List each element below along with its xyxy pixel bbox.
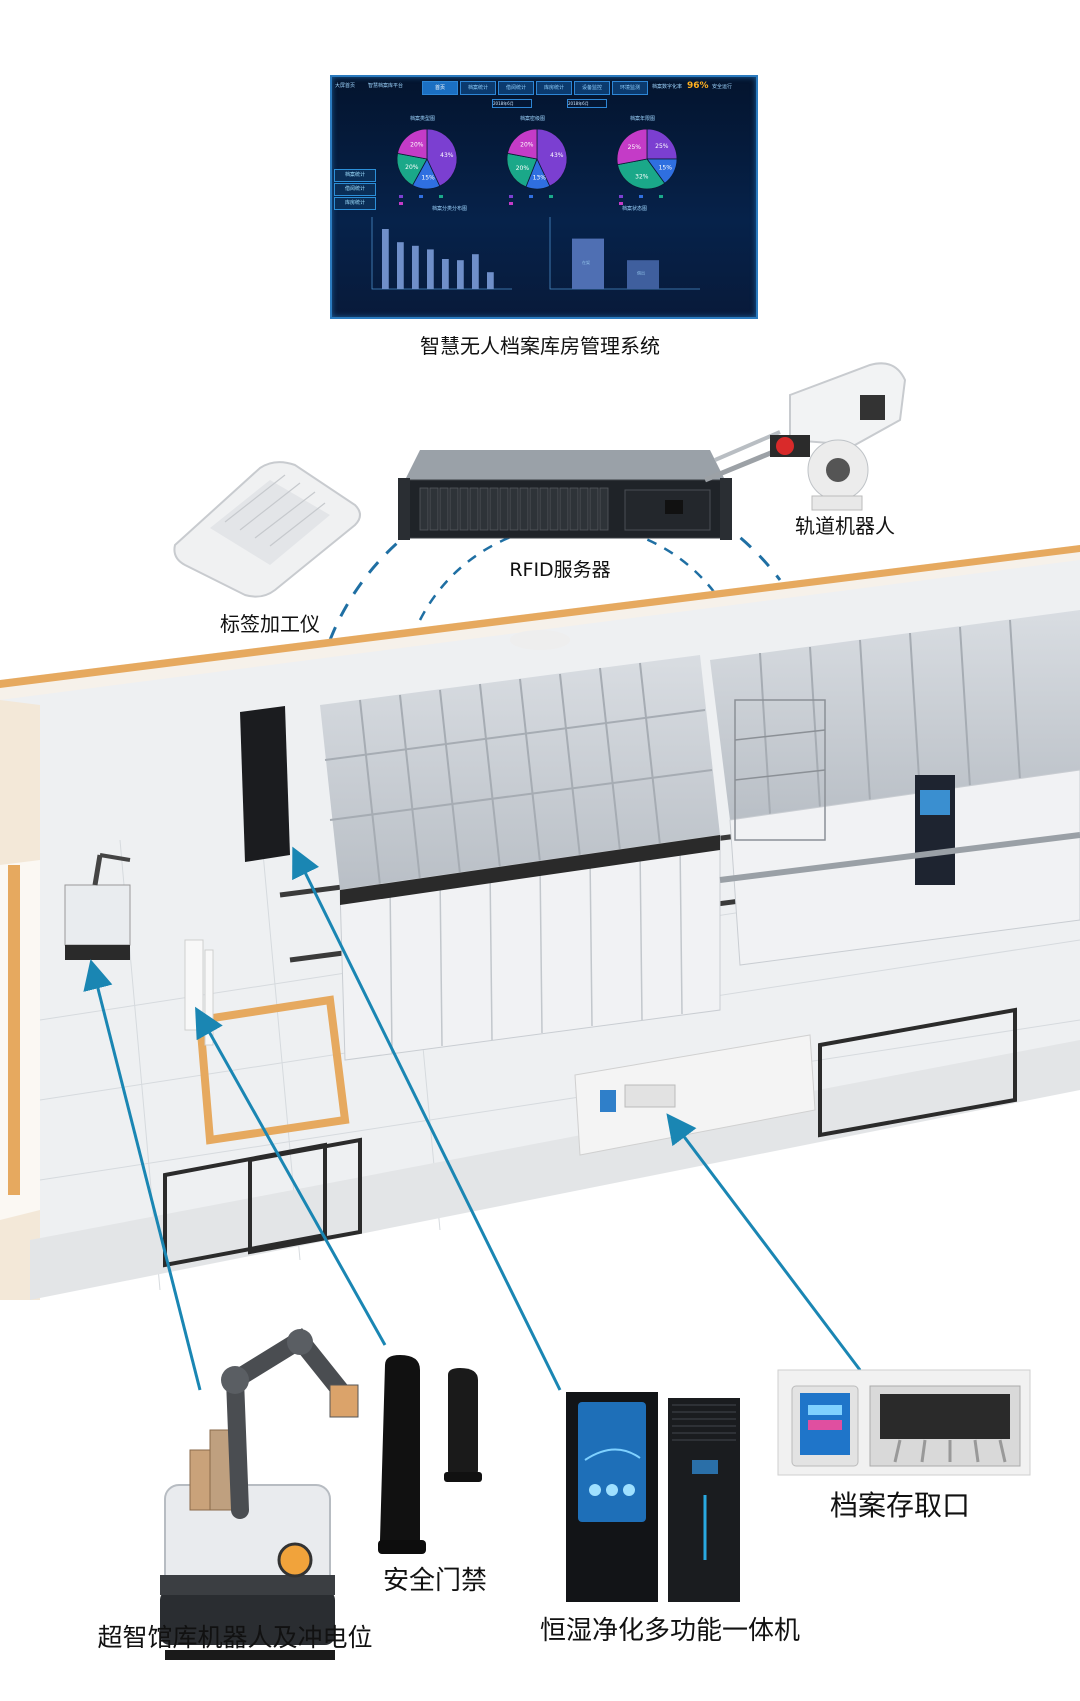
dash-side-borrow[interactable]: 借阅统计 — [334, 183, 376, 196]
label-rail-robot: 轨道机器人 — [795, 514, 895, 538]
pie-legend-swatch — [399, 195, 403, 198]
pie-slice-label: 13% — [533, 175, 547, 182]
pie-legend-swatch — [509, 195, 513, 198]
bar-left-axis — [371, 217, 512, 290]
bar-left — [487, 272, 494, 289]
dash-tab-environment[interactable]: 环境监测 — [612, 81, 648, 95]
bar-left — [397, 242, 404, 289]
label-humidity-unit: 恒湿净化多功能一体机 — [539, 1616, 800, 1646]
bar-left — [472, 254, 479, 289]
dash-side-room[interactable]: 库房统计 — [334, 197, 376, 210]
rail-robot-device — [704, 362, 907, 511]
pie-legend-swatch — [619, 195, 623, 198]
pie-slice — [506, 152, 538, 188]
archive-port-device — [777, 1369, 1031, 1476]
pie-legend-swatch — [659, 195, 663, 198]
pie-slice — [396, 152, 428, 186]
bar-left — [457, 260, 464, 289]
pie-slice — [397, 128, 428, 160]
pie-title-secret: 档案密级图 — [520, 116, 546, 122]
dash-date-to[interactable]: 2018年6月 — [567, 99, 607, 108]
pie-slice-label: 20% — [520, 142, 534, 149]
bar-right-label: 借出 — [637, 270, 645, 276]
dash-date-from[interactable]: 2018年6月 — [492, 99, 532, 108]
pie-slice — [646, 128, 678, 160]
pie-legend-swatch — [549, 195, 553, 198]
tag-processor-device — [173, 461, 361, 598]
bar-left — [412, 245, 419, 289]
label-tag-processor: 标签加工仪 — [220, 612, 320, 636]
pie-title-type: 档案类型图 — [410, 116, 436, 122]
library-robot-device — [160, 1328, 359, 1660]
security-gate-device — [378, 1355, 482, 1554]
label-management-system: 智慧无人档案库房管理系统 — [420, 334, 660, 358]
pie-legend-swatch — [639, 195, 643, 198]
pie-slice-label: 20% — [405, 164, 419, 171]
pie-slice — [507, 128, 538, 160]
dash-tab-archive-stats[interactable]: 档案统计 — [460, 81, 496, 95]
pie-slice-label: 32% — [635, 173, 649, 180]
connection-arrows — [83, 846, 862, 1391]
room-robot — [64, 853, 131, 960]
pie-legend-swatch — [419, 195, 423, 198]
humidity-unit-device — [566, 1392, 740, 1602]
pie-slice-label: 15% — [659, 164, 673, 171]
label-security-gate: 安全门禁 — [382, 1566, 487, 1596]
pie-slice-label: 20% — [516, 165, 530, 172]
pie-legend-swatch — [439, 195, 443, 198]
pie-slice-label: 25% — [628, 144, 642, 151]
dash-tab-borrow-stats[interactable]: 借阅统计 — [498, 81, 534, 95]
label-rfid-server: RFID服务器 — [509, 559, 611, 581]
label-archive-port: 档案存取口 — [829, 1489, 970, 1522]
bar-title-right: 档案状态图 — [622, 206, 648, 212]
pie-slice-label: 15% — [421, 175, 435, 182]
dash-tab-device[interactable]: 设备监控 — [574, 81, 610, 95]
pie-legend-swatch — [619, 202, 623, 205]
bar-left — [427, 249, 434, 289]
dash-rate-label: 档案数字化率 — [652, 84, 683, 90]
bar-right — [627, 260, 659, 289]
dash-side-archive[interactable]: 档案统计 — [334, 169, 376, 182]
bar-left — [382, 229, 389, 289]
pie-legend-swatch — [509, 202, 513, 205]
arrow-library-robot — [83, 959, 202, 1391]
pie-slice-label: 43% — [440, 152, 454, 159]
rfid-server-device — [398, 450, 732, 540]
dash-platform-label: 智慧档案库平台 — [368, 83, 404, 89]
pie-legend-swatch — [399, 202, 403, 205]
arrow-archive-port — [666, 1113, 862, 1371]
pie-slice — [536, 128, 568, 187]
dash-home-label: 大屏首页 — [335, 83, 356, 89]
arrow-security-gate — [195, 1006, 387, 1346]
dash-tab-room-stats[interactable]: 库房统计 — [536, 81, 572, 95]
pie-legend-swatch — [529, 195, 533, 198]
pie-title-years: 档案年限图 — [630, 116, 656, 122]
pie-slice — [616, 128, 648, 166]
compact-shelving-right — [710, 610, 1080, 966]
dash-tab-home[interactable]: 首页 — [422, 81, 458, 95]
pie-slice — [426, 128, 458, 187]
bar-right — [572, 238, 604, 289]
management-system-dashboard: 大屏首页 智慧档案库平台 首页 档案统计 借阅统计 库房统计 设备监控 环境监测… — [330, 75, 758, 319]
dash-safe-label: 安全运行 — [712, 84, 733, 90]
label-library-robot: 超智馆库机器人及冲电位 — [97, 1623, 373, 1652]
bar-left — [442, 259, 449, 289]
pie-slice-label: 20% — [410, 142, 424, 149]
bar-right-label: 在架 — [582, 259, 590, 265]
dash-rate-value: 96% — [687, 81, 709, 91]
bar-title-left: 档案分类分布图 — [432, 206, 468, 212]
pie-slice-label: 25% — [655, 143, 669, 150]
pie-slice-label: 43% — [550, 152, 564, 159]
pie-slice — [617, 158, 666, 190]
room-humidity-cabinet — [240, 706, 290, 862]
room-archive-port — [574, 1034, 816, 1156]
arrow-humidity-unit — [292, 846, 562, 1391]
compact-shelving-left — [320, 655, 721, 1061]
